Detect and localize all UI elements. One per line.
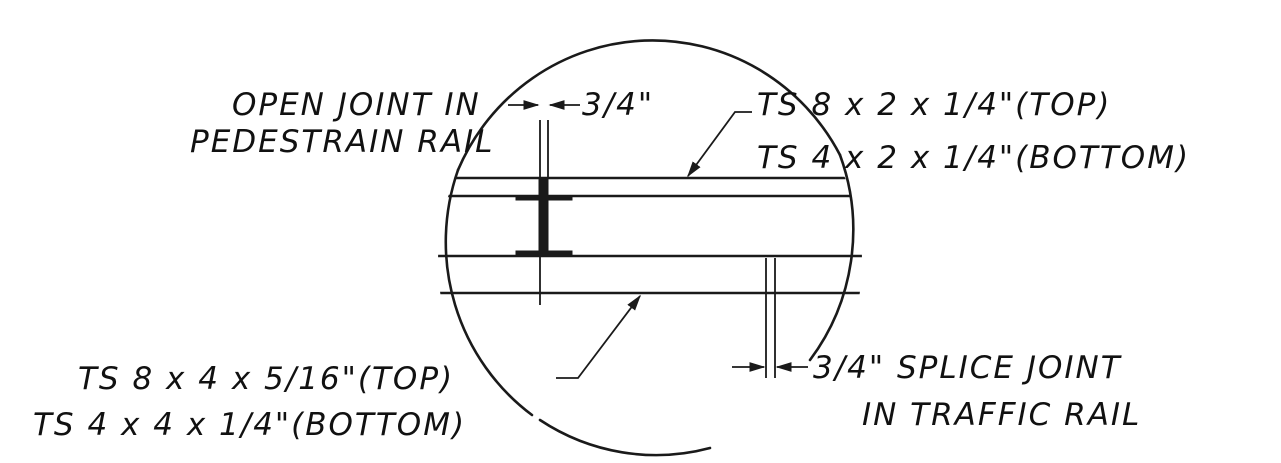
- top-rail-leader: [687, 111, 752, 178]
- splice-joint-label-line2: IN TRAFFIC RAIL: [862, 397, 1141, 433]
- open-joint-label-line2: PEDESTRAIN RAIL: [190, 124, 494, 160]
- top-rail-label-line2: TS 4 x 2 x 1/4"(BOTTOM): [757, 140, 1190, 176]
- splice-joint-label-line1: 3/4" SPLICE JOINT: [813, 350, 1122, 386]
- detail-circle-upper-arc: [456, 39, 842, 172]
- open-joint-dimension-label: 3/4": [582, 87, 654, 123]
- bottom-rail-label-line2: TS 4 x 4 x 1/4"(BOTTOM): [33, 407, 466, 443]
- bottom-rail-leader: [556, 294, 641, 379]
- joint-bottom-plate: [515, 250, 573, 256]
- bottom-rail-label-line1: TS 8 x 4 x 5/16"(TOP): [78, 361, 454, 397]
- detail-circle-left-arc: [444, 168, 534, 417]
- joint-post-web: [538, 177, 549, 257]
- joint-top-plate: [515, 195, 573, 201]
- detail-circle-right-arc: [808, 153, 855, 362]
- rail-assembly: [438, 176, 862, 295]
- top-rail-label-line1: TS 8 x 2 x 1/4"(TOP): [757, 87, 1111, 123]
- open-joint-label-line1: OPEN JOINT IN: [232, 87, 481, 123]
- detail-circle-lower-arc: [538, 418, 712, 457]
